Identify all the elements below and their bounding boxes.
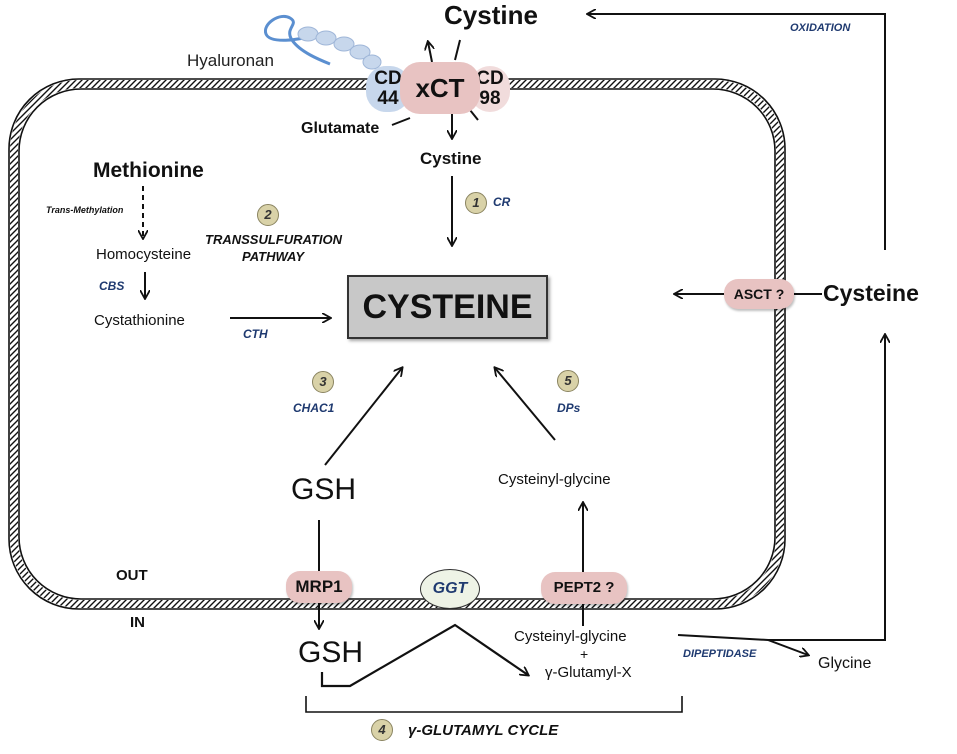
arrow-oxidation <box>588 14 886 250</box>
oxidation-label: OXIDATION <box>790 22 851 34</box>
hyaluronan-label: Hyaluronan <box>187 51 274 70</box>
asct-transporter: ASCT ? <box>724 279 794 309</box>
arrow-ggt-reaction <box>320 623 528 688</box>
cd44-label-line2: 44 <box>377 88 399 109</box>
mrp1-transporter: MRP1 <box>286 571 352 603</box>
glutamyl-cycle-bracket <box>305 696 683 713</box>
dps-enzyme-label: DPs <box>557 401 581 415</box>
hyaluronan-bead <box>362 54 382 70</box>
homocysteine-label: Homocysteine <box>96 246 192 263</box>
cystine-extracellular-label: Cystine <box>444 0 538 30</box>
step-1-badge: 1 <box>465 192 487 214</box>
chac1-enzyme-label: CHAC1 <box>293 401 335 415</box>
step-4-badge: 4 <box>371 719 393 741</box>
glutamate-label: Glutamate <box>301 120 380 137</box>
in-label: IN <box>130 614 145 631</box>
cd44-label-line1: CD <box>374 68 402 89</box>
cth-enzyme-label: CTH <box>243 327 268 341</box>
cystathionine-label: Cystathionine <box>94 312 185 329</box>
gsh-extracellular-label: GSH <box>298 636 364 669</box>
transsulfuration-label-line1: TRANSSULFURATION <box>205 232 342 247</box>
glutamyl-cycle-label: γ-GLUTAMYL CYCLE <box>408 722 559 739</box>
plus-sign: + <box>580 646 589 662</box>
hyaluronan-bead <box>333 36 355 52</box>
trans-methylation-label: Trans-Methylation <box>46 205 124 215</box>
cd98-label-line1: CD <box>476 68 504 89</box>
hyaluronan-bead <box>315 30 337 46</box>
cbs-enzyme-label: CBS <box>99 279 125 293</box>
methionine-label: Methionine <box>93 159 204 182</box>
xct-transporter: xCT <box>400 62 480 114</box>
step-2-badge: 2 <box>257 204 279 226</box>
gsh-intracellular-label: GSH <box>291 473 357 506</box>
ggt-enzyme: GGT <box>420 569 480 609</box>
pept2-transporter: PEPT2 ? <box>541 572 627 604</box>
arrow-to-cysteine-out <box>768 335 885 641</box>
arrow-gsh-cysteine <box>324 368 402 466</box>
cysteinyl-glycine-extracellular-label: Cysteinyl-glycine <box>514 628 627 645</box>
step-5-badge: 5 <box>557 370 579 392</box>
gamma-glutamyl-x-label: γ-Glutamyl-X <box>545 664 632 681</box>
cysteinyl-glycine-intracellular-label: Cysteinyl-glycine <box>498 471 611 488</box>
cd98-label-line2: 98 <box>479 88 501 109</box>
arrow-glutamate-in <box>391 117 411 126</box>
out-label: OUT <box>116 567 148 584</box>
dipeptidase-label: DIPEPTIDASE <box>683 648 757 660</box>
arrow-xct-out-left <box>428 42 432 63</box>
line-xct-glutamate <box>469 109 479 121</box>
transsulfuration-label-line2: PATHWAY <box>242 249 305 264</box>
cystine-intracellular-label: Cystine <box>420 149 482 168</box>
cr-enzyme-label: CR <box>493 195 511 209</box>
hyaluronan-bead <box>297 26 319 42</box>
cysteine-extracellular-label: Cysteine <box>823 280 919 306</box>
glycine-label: Glycine <box>818 655 872 672</box>
cysteine-central-box: CYSTEINE <box>347 275 548 339</box>
step-3-badge: 3 <box>312 371 334 393</box>
arrow-cysgly-cysteine <box>495 368 556 441</box>
hyaluronan-bead <box>349 44 371 60</box>
hyaluronan-tail <box>263 15 331 66</box>
line-xct-out-right <box>454 39 461 61</box>
